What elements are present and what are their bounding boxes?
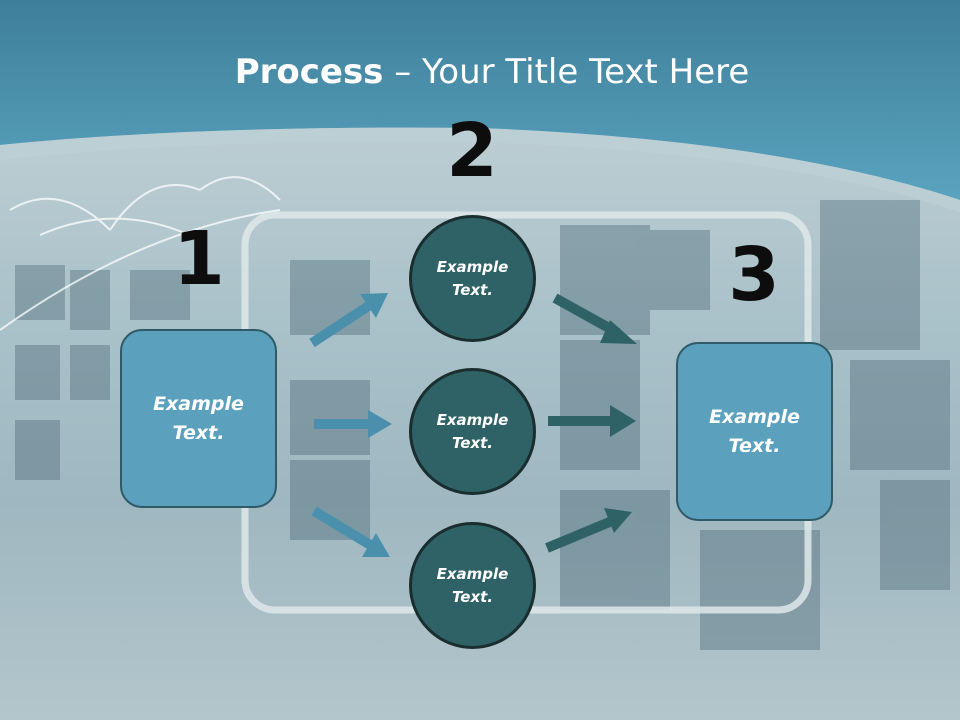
arrow-from-bottom-circle	[545, 508, 632, 553]
slide-title: Process – Your Title Text Here	[0, 52, 960, 92]
step-number-2: 2	[446, 108, 498, 194]
middle-circle-center-label: Example Text.	[436, 410, 509, 452]
title-bold: Process	[234, 52, 384, 92]
step-1-box: Example Text.	[120, 329, 277, 508]
arrow-to-center-circle	[314, 410, 392, 438]
middle-circle-bottom: Example Text.	[409, 522, 536, 649]
arrow-to-top-circle	[309, 293, 388, 348]
step-3-label: Example Text.	[709, 405, 800, 457]
title-rest: – Your Title Text Here	[383, 52, 750, 92]
middle-circle-bottom-label: Example Text.	[436, 564, 509, 606]
middle-circle-center: Example Text.	[409, 368, 536, 495]
arrow-from-top-circle	[552, 293, 637, 344]
step-number-3: 3	[728, 232, 780, 318]
middle-circle-top-label: Example Text.	[436, 257, 509, 299]
middle-circle-top: Example Text.	[409, 215, 536, 342]
step-number-1: 1	[173, 216, 225, 302]
arrow-from-center-circle	[548, 405, 636, 437]
step-1-label: Example Text.	[153, 392, 244, 444]
arrow-to-bottom-circle	[311, 506, 390, 557]
step-3-box: Example Text.	[676, 342, 833, 521]
